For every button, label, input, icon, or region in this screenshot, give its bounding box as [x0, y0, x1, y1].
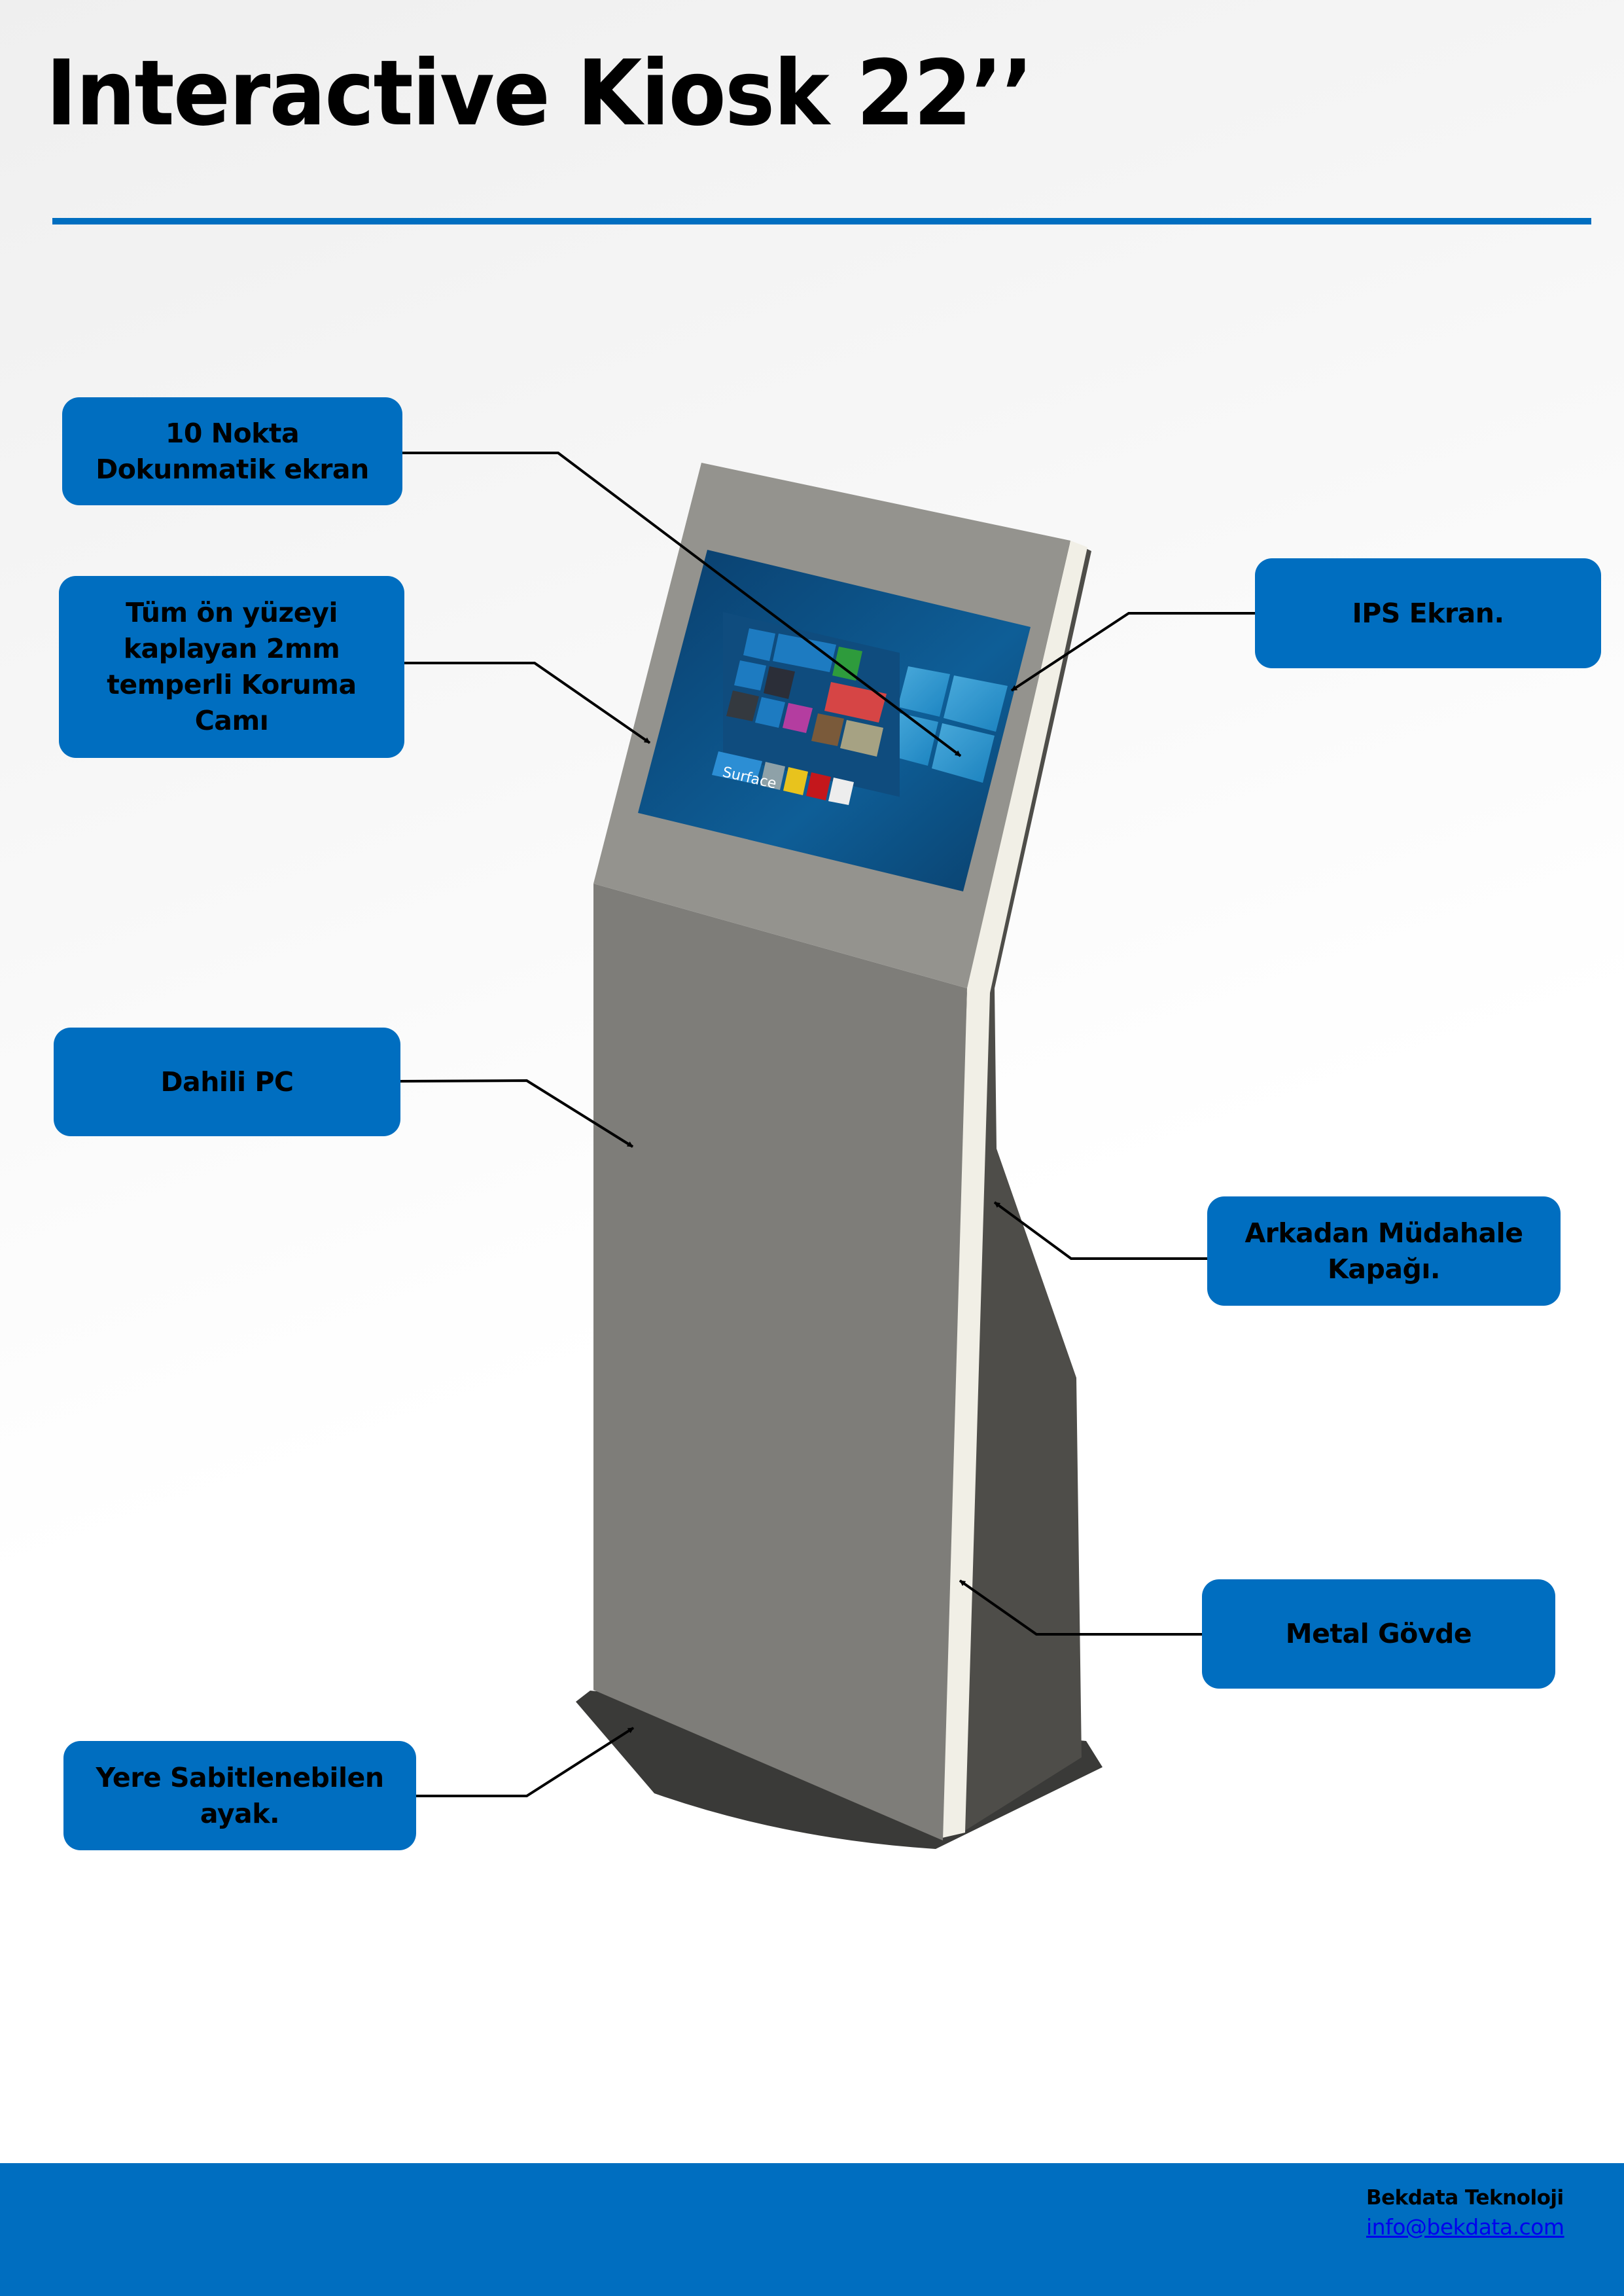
- leader-line-foot: [416, 1727, 635, 1797]
- callout-label: Yere Sabitlenebilen ayak.: [96, 1761, 384, 1829]
- leader-line-body: [959, 1579, 1202, 1636]
- leader-line-touch: [402, 452, 962, 757]
- callout-floor-foot: Yere Sabitlenebilen ayak.: [63, 1741, 416, 1850]
- footer-bar: [0, 2163, 1624, 2296]
- kiosk-edge-strip: [942, 541, 1087, 1838]
- callout-label: Metal Gövde: [1285, 1618, 1472, 1649]
- callout-label: Tüm ön yüzeyi kaplayan 2mm temperli Koru…: [107, 597, 357, 736]
- page-title: Interactive Kiosk 22’’: [46, 41, 1033, 146]
- callout-label: IPS Ekran.: [1352, 597, 1504, 629]
- title-divider: [52, 218, 1591, 224]
- callout-label: Arkadan Müdahale Kapağı.: [1244, 1217, 1523, 1285]
- callout-touch-screen: 10 Nokta Dokunmatik ekran: [62, 397, 402, 505]
- callout-metal-body: Metal Gövde: [1202, 1579, 1555, 1689]
- callout-internal-pc: Dahili PC: [54, 1028, 400, 1136]
- kiosk-front-body: [593, 884, 967, 1840]
- leader-line-ips: [1010, 612, 1255, 692]
- callout-tempered-glass: Tüm ön yüzeyi kaplayan 2mm temperli Koru…: [59, 576, 404, 758]
- leader-line-rear-cover: [993, 1201, 1207, 1260]
- leader-line-pc: [400, 1079, 634, 1148]
- callout-label: Dahili PC: [160, 1066, 294, 1098]
- footer-company-name: Bekdata Teknoloji: [1366, 2186, 1564, 2210]
- callout-label: 10 Nokta Dokunmatik ekran: [96, 417, 369, 485]
- start-menu-tiles: Surface: [712, 612, 900, 805]
- callout-rear-cover: Arkadan Müdahale Kapağı.: [1207, 1196, 1561, 1306]
- footer-email-link[interactable]: info@bekdata.com: [1366, 2214, 1564, 2240]
- leader-line-glass: [404, 662, 651, 744]
- callout-ips-screen: IPS Ekran.: [1255, 558, 1601, 668]
